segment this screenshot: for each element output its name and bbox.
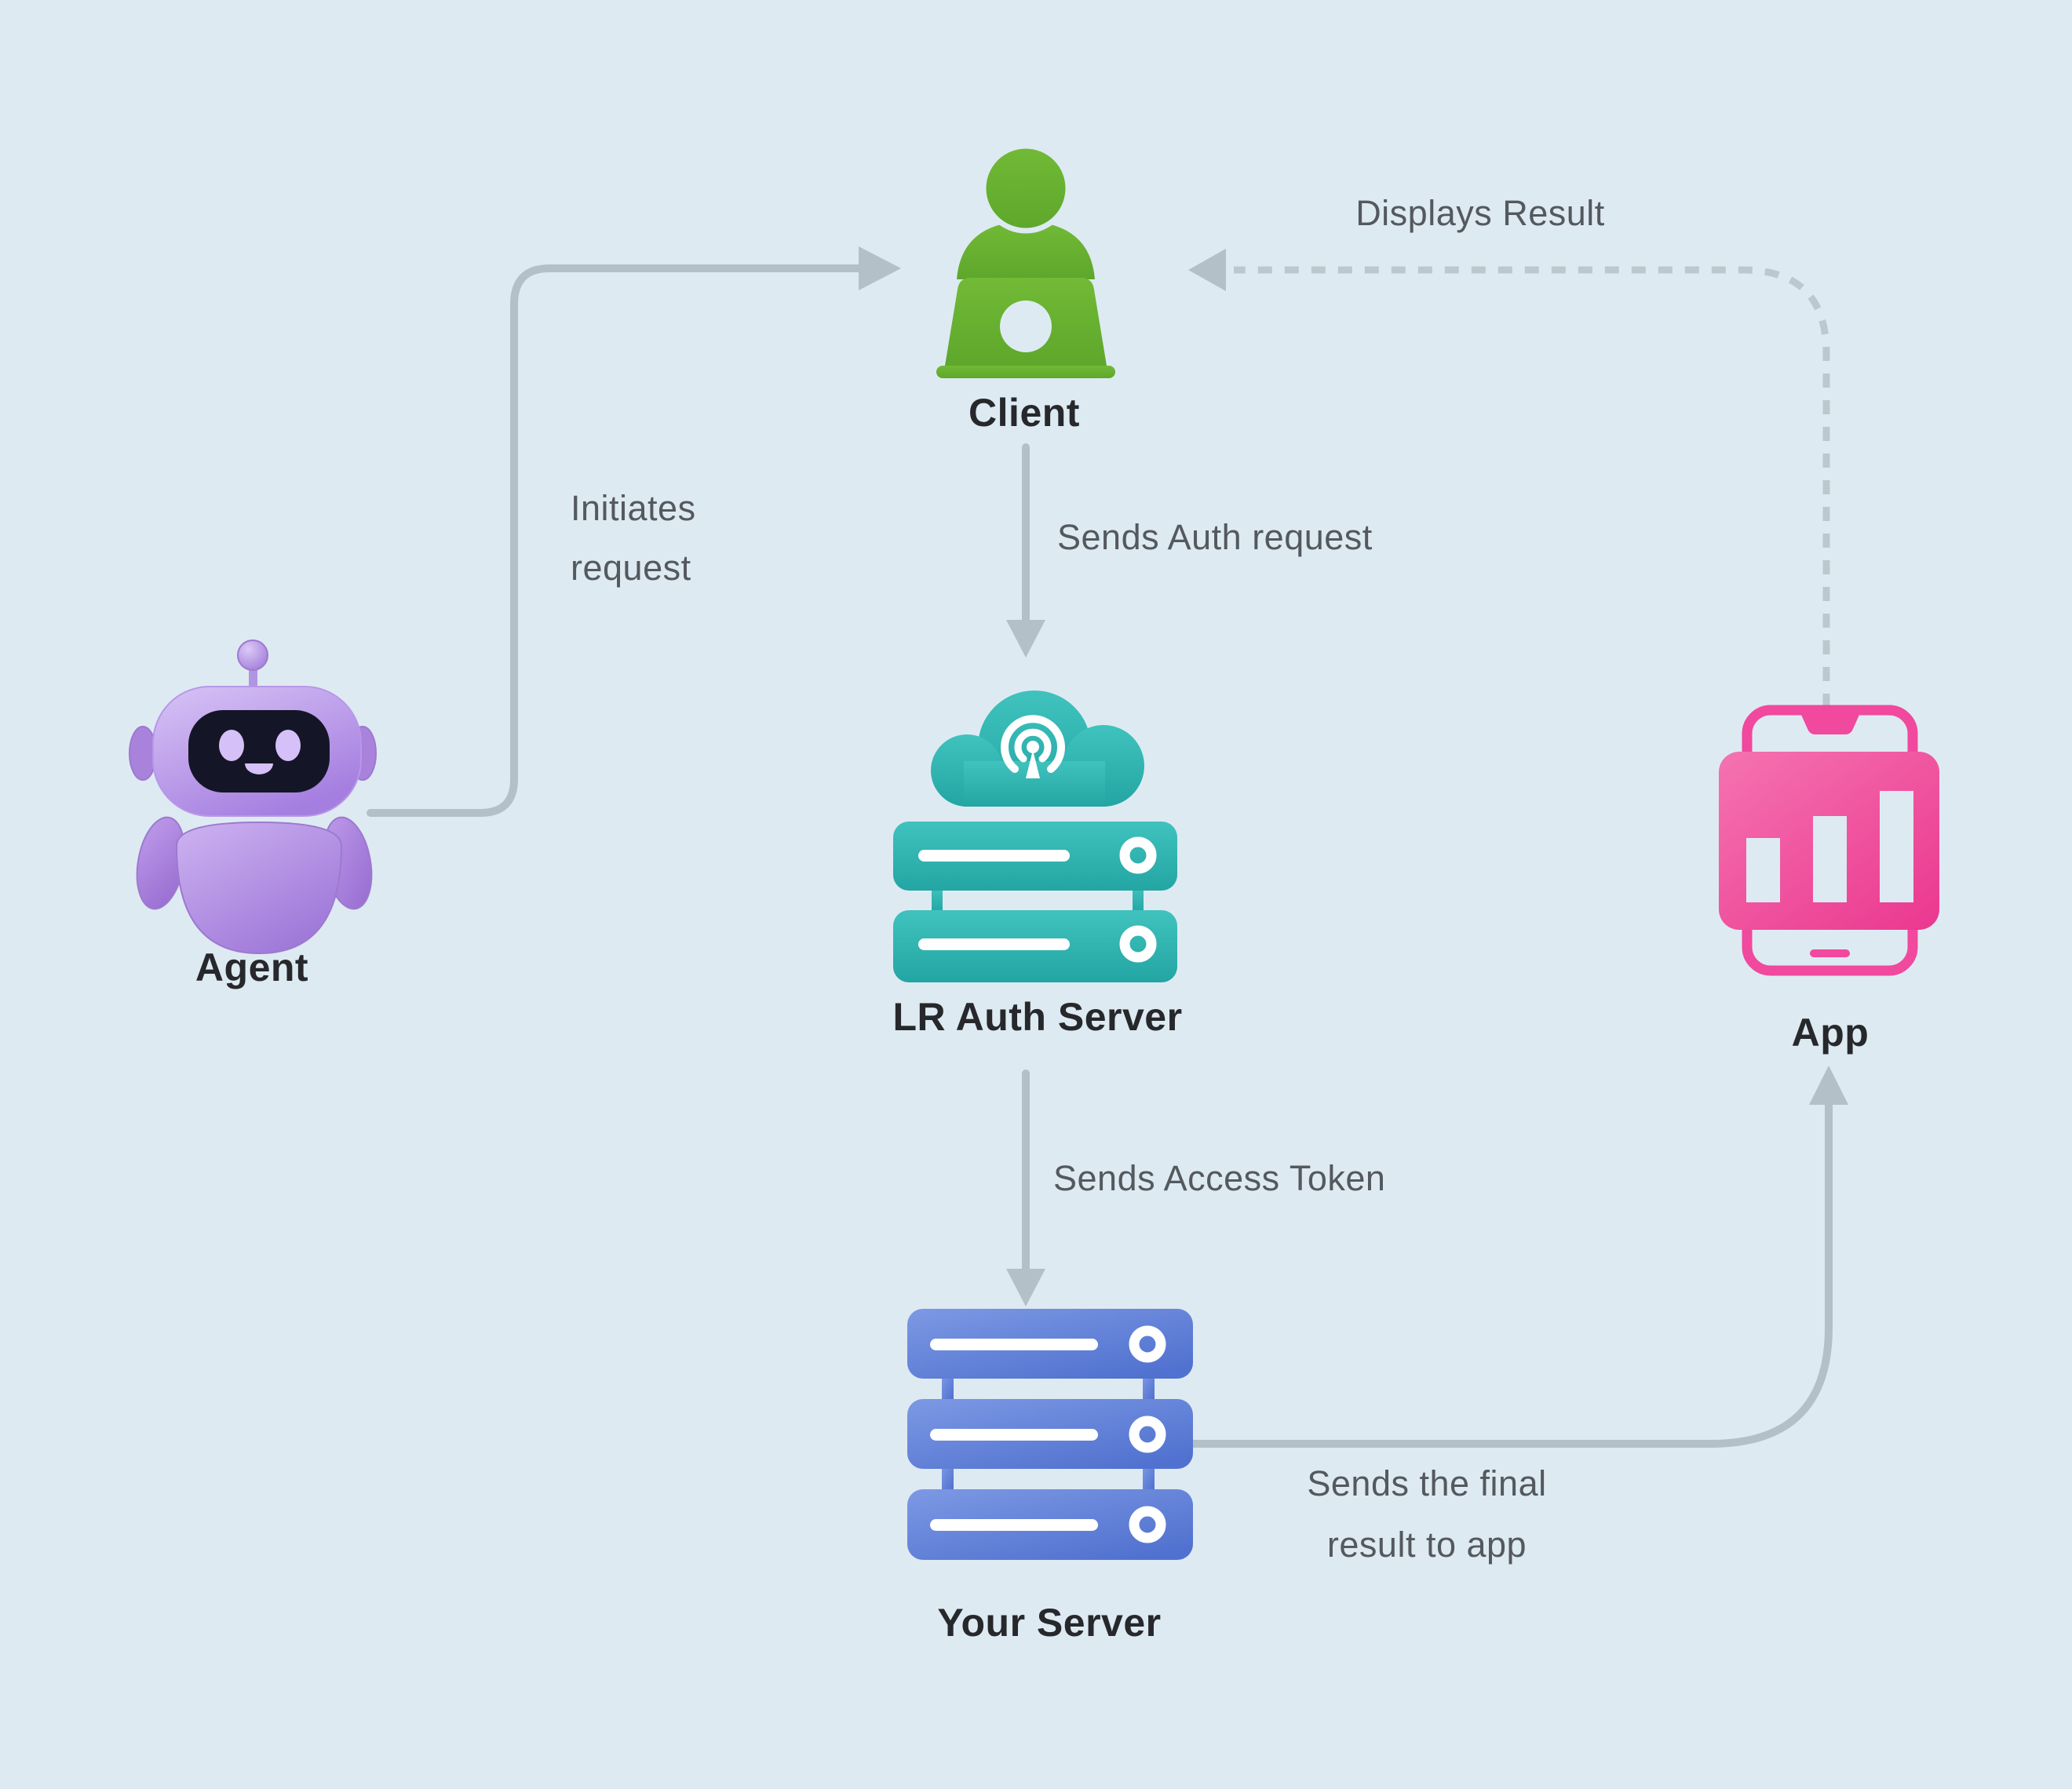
your-server-rack-3-slot	[930, 1519, 1098, 1531]
auth-rack-1-light	[1119, 836, 1157, 874]
robot-ear-left	[129, 726, 157, 781]
edge-label-sends-access-token: Sends Access Token	[1053, 1158, 1386, 1198]
robot-eye-right	[275, 730, 301, 761]
auth-rack-2-slot	[918, 938, 1070, 950]
auth-rack-leg	[1133, 887, 1144, 913]
arrowhead-auth-yourserver	[1006, 1269, 1045, 1306]
app-chart-bar-3	[1880, 791, 1913, 902]
your-server-rack-3-light	[1129, 1506, 1166, 1543]
edge-yourserver-app	[1187, 1099, 1833, 1448]
node-app: App	[1713, 702, 1948, 1055]
your-server-leg	[942, 1465, 954, 1493]
your-server-rack-1-slot	[930, 1339, 1098, 1350]
person-laptop-icon	[936, 143, 1115, 378]
robot-antenna-ball	[237, 639, 268, 671]
your-server-rack-1-light	[1129, 1325, 1166, 1363]
node-your-server: Your Server	[904, 1304, 1196, 1645]
edge-label-displays-result: Displays Result	[1355, 193, 1605, 233]
cloud-server-icon	[893, 690, 1177, 982]
robot-body	[175, 821, 343, 955]
edge-label-sends-auth-request: Sends Auth request	[1057, 517, 1373, 557]
server-stack-icon	[907, 1309, 1193, 1560]
node-lr-auth-server: LR Auth Server	[885, 678, 1184, 1039]
arrowhead-app-client	[1188, 249, 1226, 291]
app-chart-bar-2	[1813, 816, 1847, 902]
client-shoulders	[957, 221, 1095, 279]
your-server-leg	[1143, 1465, 1155, 1493]
app-chart-bar-1	[1746, 838, 1780, 902]
arrowhead-agent-client	[859, 246, 901, 290]
edge-label-sends-final-result: Sends the final result to app	[1307, 1463, 1547, 1565]
node-label-app: App	[1791, 1011, 1870, 1055]
edge-app-client-dashed	[1234, 266, 1830, 708]
node-agent: Agent	[122, 636, 381, 989]
auth-broadcast-icon	[1001, 715, 1065, 778]
robot-eye-left	[219, 730, 244, 761]
robot-icon	[129, 639, 377, 955]
auth-rack-1-slot	[918, 850, 1070, 862]
your-server-rack-2-light	[1129, 1416, 1166, 1453]
your-server-leg	[942, 1375, 954, 1403]
node-label-agent: Agent	[195, 946, 309, 989]
app-phone-home-bar	[1810, 949, 1850, 957]
your-server-leg	[1143, 1375, 1155, 1403]
node-label-your-server: Your Server	[937, 1601, 1162, 1645]
node-label-client: Client	[969, 391, 1080, 435]
client-head	[980, 143, 1071, 234]
arrowhead-yourserver-app	[1809, 1066, 1848, 1105]
edge-agent-client	[367, 264, 863, 817]
node-client: Client	[930, 138, 1118, 435]
robot-face-screen	[188, 710, 330, 792]
client-laptop-base	[936, 366, 1115, 378]
app-phone-notch	[1801, 715, 1859, 734]
node-label-lr-auth-server: LR Auth Server	[892, 995, 1183, 1039]
client-laptop-logo	[1000, 301, 1052, 352]
arrowhead-client-auth	[1006, 620, 1045, 658]
mobile-app-chart-icon	[1719, 705, 1939, 976]
your-server-rack-2-slot	[930, 1429, 1098, 1441]
auth-rack-2-light	[1119, 925, 1157, 963]
edge-label-initiates-request: Initiates request	[571, 488, 696, 588]
robot-mouth	[245, 763, 273, 774]
auth-rack-leg	[932, 887, 943, 913]
